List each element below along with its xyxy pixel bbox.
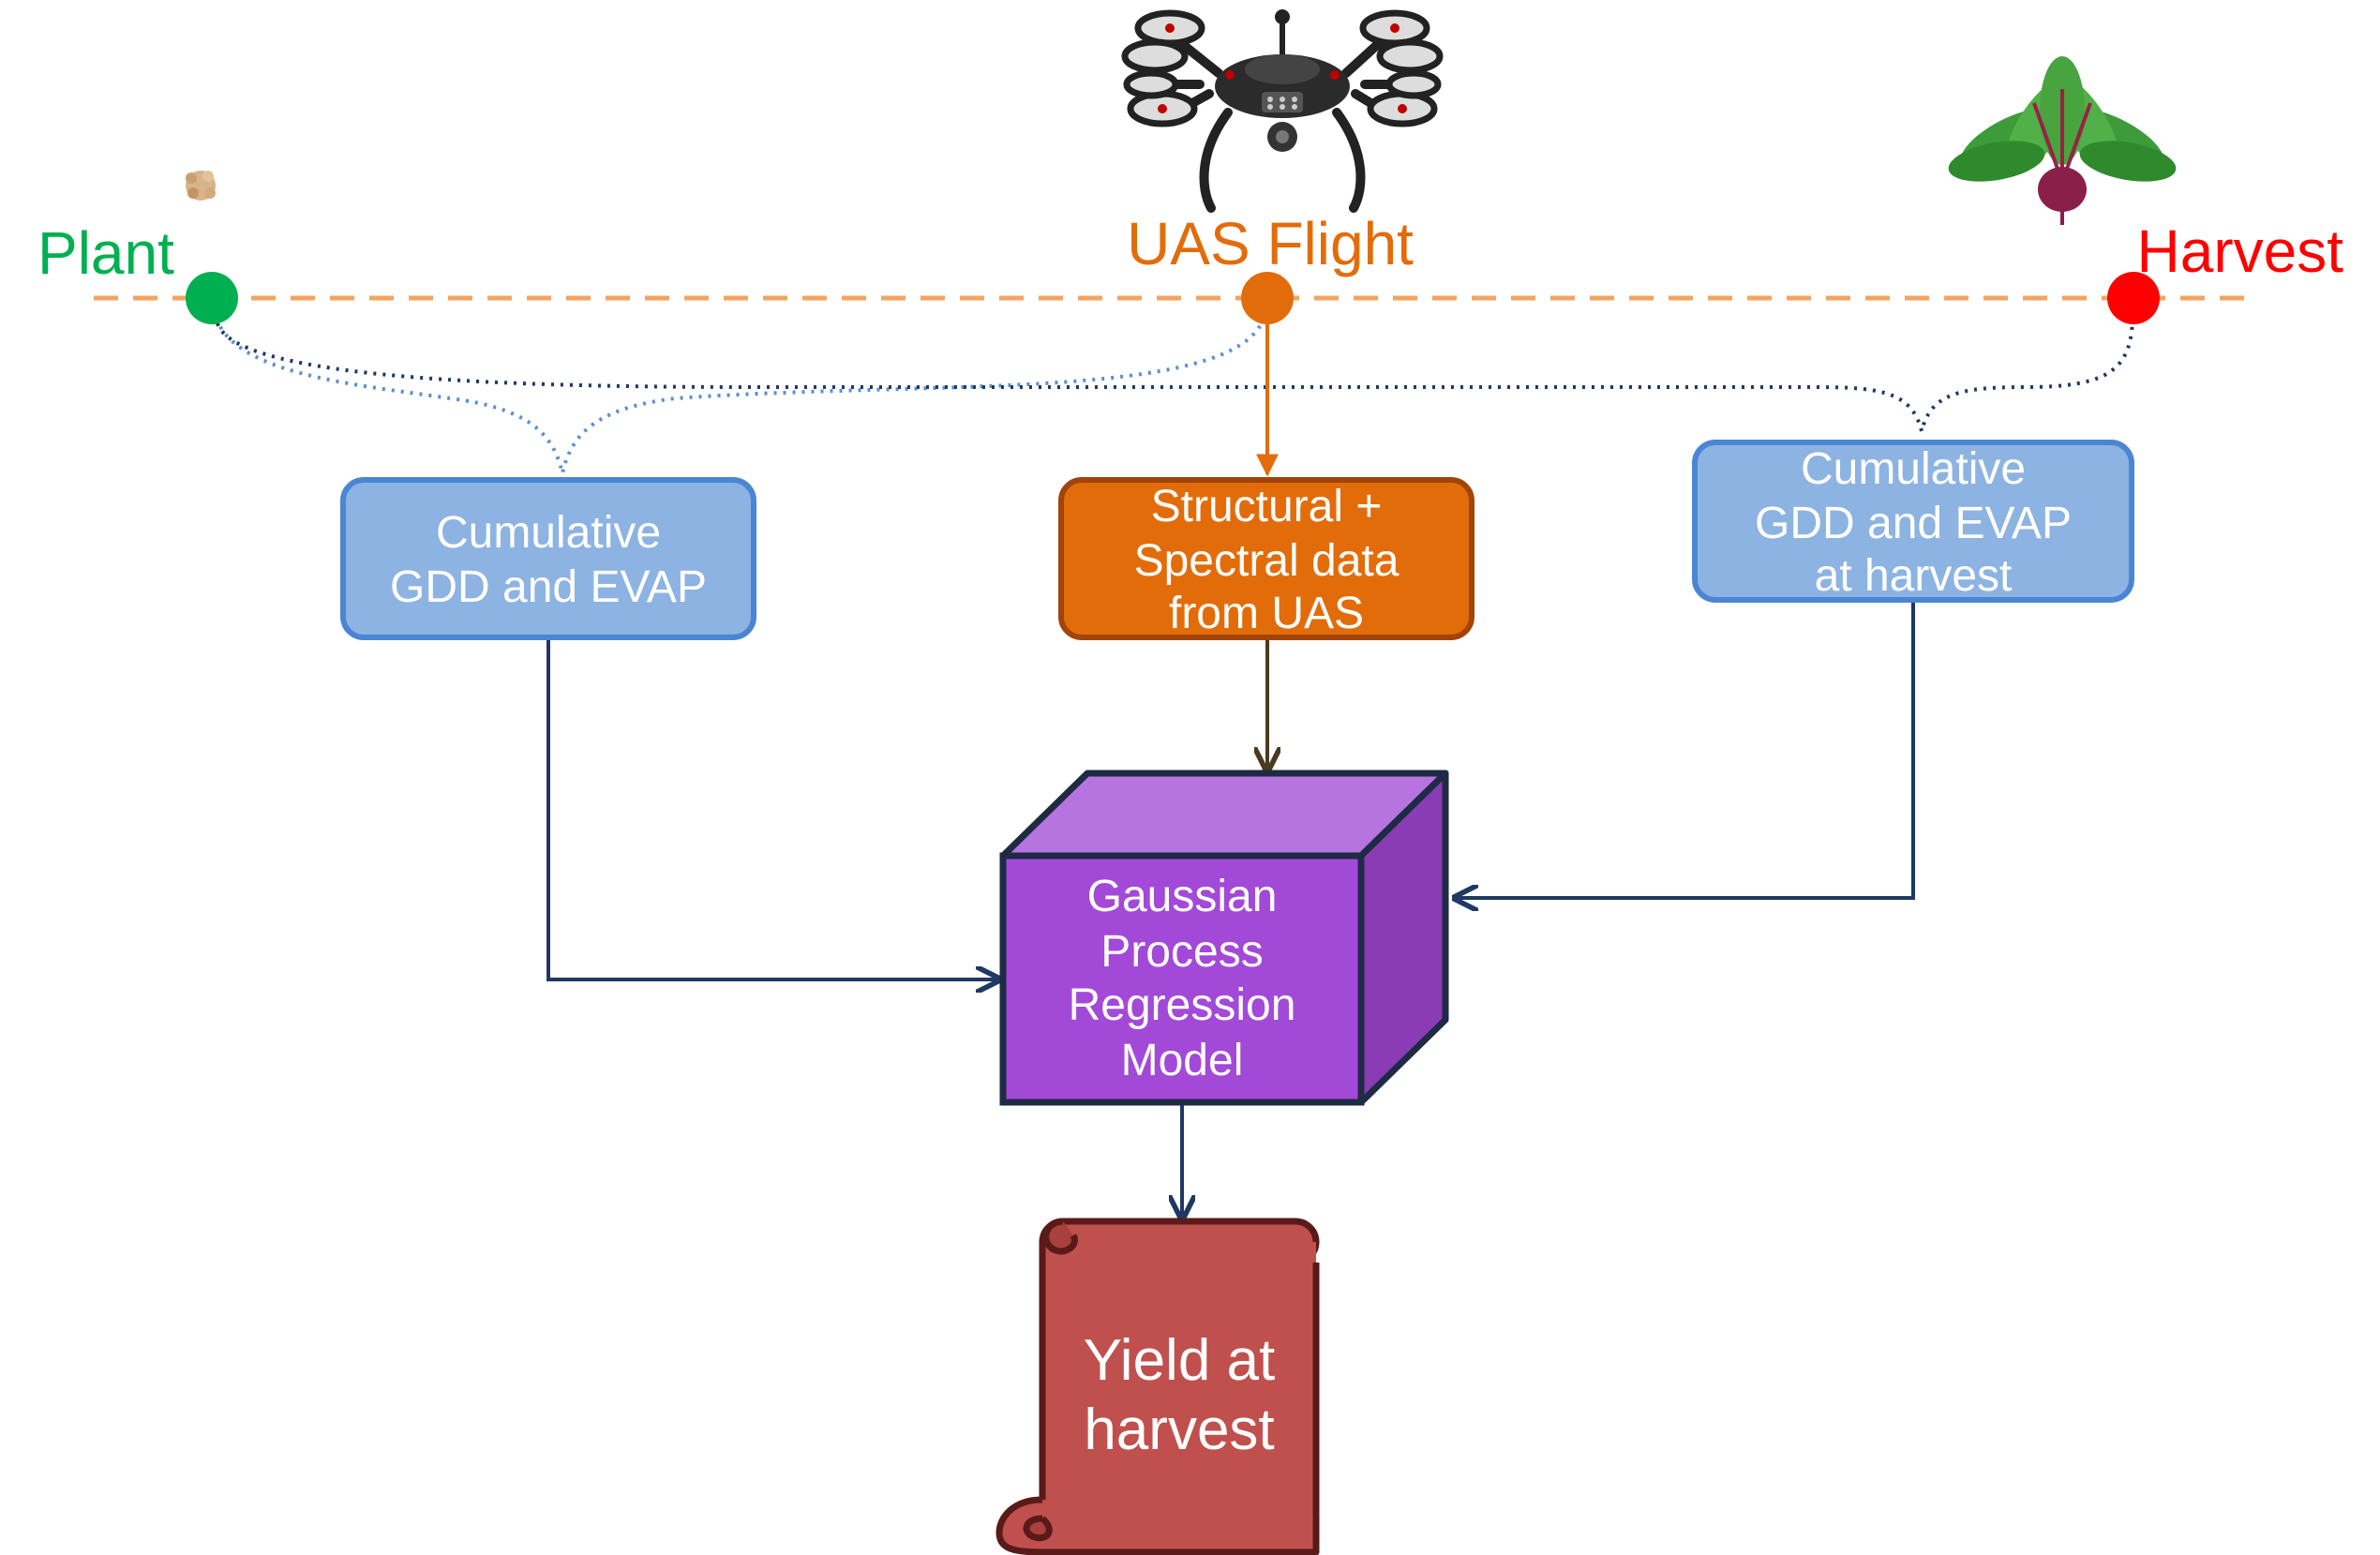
right-box-line-1: Cumulative — [1801, 444, 2026, 494]
yield-line-2: harvest — [1084, 1398, 1274, 1462]
harvest-dot — [2107, 272, 2160, 324]
seed-icon — [186, 171, 216, 201]
plant-dot — [186, 272, 238, 324]
right-box-line-3: at harvest — [1815, 551, 2013, 601]
drone-icon — [1121, 9, 1444, 213]
center-box-line-3: from UAS — [1169, 589, 1364, 638]
gpr-model-cube — [999, 770, 1449, 1106]
yield-line-1: Yield at — [1084, 1328, 1276, 1393]
model-line-2: Process — [1100, 927, 1263, 977]
center-box-line-2: Spectral data — [1134, 536, 1400, 586]
model-line-1: Gaussian — [1087, 872, 1278, 921]
cumulative-gdd-evap-harvest-box — [1692, 440, 2134, 603]
model-line-3: Regression — [1069, 980, 1296, 1030]
beet-plant-icon — [1948, 56, 2177, 225]
flight-label: UAS Flight — [1127, 210, 1414, 277]
left-box-line-2: GDD and EVAP — [390, 562, 707, 612]
plant-to-harvest-brace — [216, 313, 2134, 432]
center-box-line-1: Structural + — [1151, 482, 1383, 531]
right-box-line-2: GDD and EVAP — [1755, 499, 2072, 548]
left-box-line-1: Cumulative — [436, 508, 661, 558]
cumulative-gdd-evap-box — [340, 477, 756, 640]
right-to-model-arrow — [1455, 603, 1915, 898]
flight-dot — [1241, 272, 1294, 324]
plant-label: Plant — [37, 219, 174, 287]
harvest-label: Harvest — [2137, 217, 2344, 285]
model-line-4: Model — [1121, 1036, 1244, 1085]
left-to-model-arrow — [546, 640, 999, 979]
structural-spectral-data-box — [1058, 477, 1474, 640]
plant-to-flight-brace — [212, 308, 1267, 474]
yield-scroll — [995, 1218, 1320, 1555]
